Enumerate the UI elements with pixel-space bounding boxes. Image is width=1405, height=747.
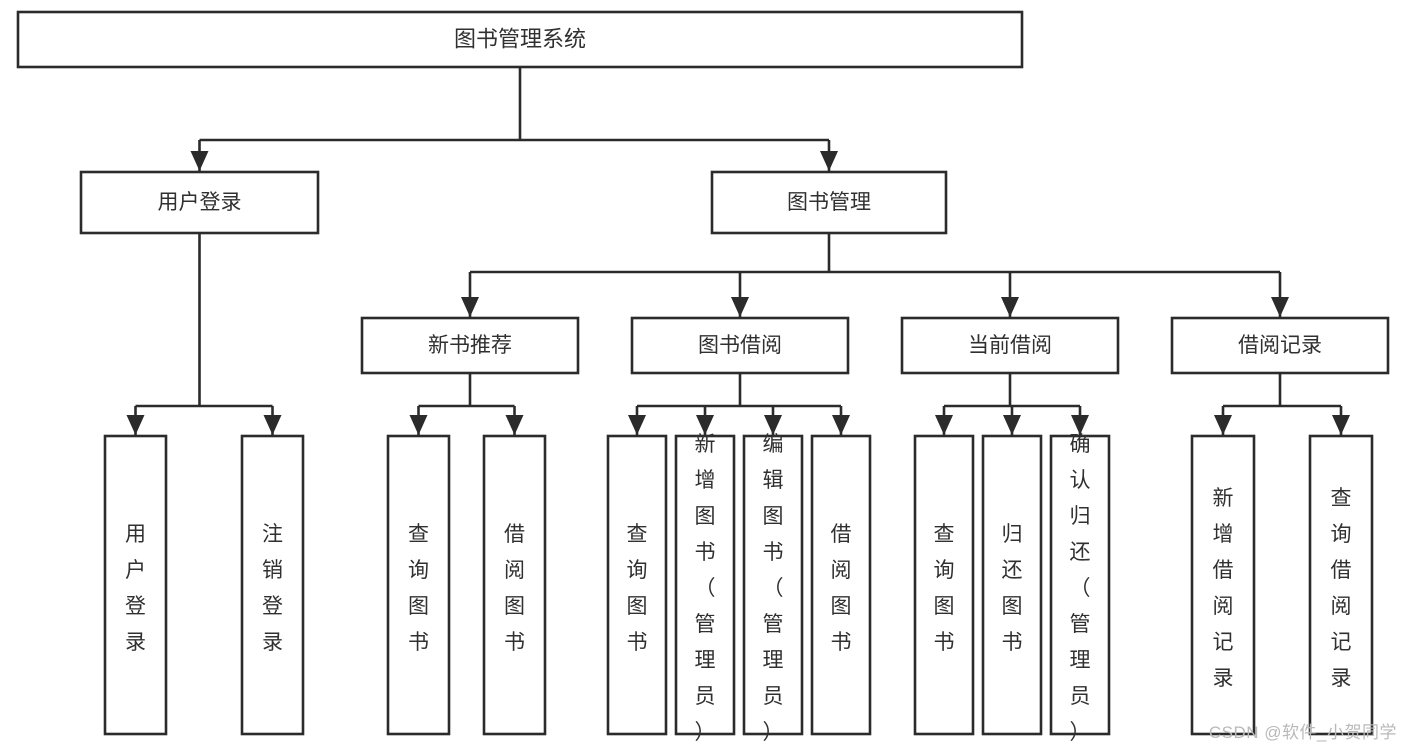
node-box[interactable] — [630, 316, 850, 375]
arrow-head-icon — [1332, 415, 1350, 435]
node-leaf-user-login[interactable]: 用户登录 — [103, 434, 168, 736]
node-label: 确认归还（管理员） — [1070, 433, 1091, 744]
node-label: 图书借阅 — [698, 334, 782, 357]
node-box[interactable] — [1308, 434, 1374, 736]
node-new-book-recommend[interactable]: 新书推荐 — [360, 316, 580, 375]
node-label: 借阅图书 — [504, 523, 525, 654]
arrow-head-icon — [696, 415, 714, 435]
arrow-head-icon — [263, 415, 282, 435]
watermark-text: CSDN @软件_小贺同学 — [1208, 723, 1397, 742]
node-root[interactable]: 图书管理系统 — [16, 10, 1024, 69]
node-leaf-query-book-2[interactable]: 查询图书 — [606, 434, 668, 736]
node-box[interactable] — [79, 170, 320, 235]
node-label: 查询借阅记录 — [1331, 487, 1352, 690]
node-leaf-borrow-book-1[interactable]: 借阅图书 — [482, 434, 547, 736]
node-label: 当前借阅 — [968, 334, 1052, 357]
node-label: 查询图书 — [408, 523, 429, 654]
node-label: 查询图书 — [934, 523, 955, 654]
arrow-head-icon — [505, 415, 524, 435]
node-book-manage[interactable]: 图书管理 — [710, 170, 948, 235]
arrow-head-icon — [628, 415, 646, 435]
node-box[interactable] — [386, 434, 451, 736]
node-layer: 图书管理系统用户登录图书管理新书推荐图书借阅当前借阅借阅记录用户登录注销登录查询… — [16, 10, 1390, 744]
node-box[interactable] — [482, 434, 547, 736]
node-leaf-return-book[interactable]: 归还图书 — [981, 434, 1043, 736]
arrow-head-icon — [731, 297, 749, 317]
arrow-head-icon — [832, 415, 850, 435]
node-label: 新增借阅记录 — [1213, 487, 1234, 690]
node-book-borrow[interactable]: 图书借阅 — [630, 316, 850, 375]
node-label: 图书管理系统 — [454, 26, 586, 51]
node-label: 用户登录 — [158, 191, 242, 214]
node-box[interactable] — [1049, 434, 1111, 736]
arrow-head-icon — [1003, 415, 1021, 435]
node-box[interactable] — [900, 316, 1120, 375]
node-borrow-record[interactable]: 借阅记录 — [1170, 316, 1390, 375]
arrow-head-icon — [820, 151, 838, 171]
node-box[interactable] — [103, 434, 168, 736]
arrow-head-icon — [190, 151, 209, 171]
node-leaf-query-book-1[interactable]: 查询图书 — [386, 434, 451, 736]
node-label: 归还图书 — [1002, 523, 1023, 654]
node-label: 用户登录 — [125, 523, 146, 654]
node-leaf-add-book[interactable]: 新增图书（管理员） — [674, 433, 736, 744]
node-leaf-query-book-3[interactable]: 查询图书 — [913, 434, 975, 736]
arrow-head-icon — [1001, 297, 1019, 317]
node-current-borrow[interactable]: 当前借阅 — [900, 316, 1120, 375]
arrow-head-icon — [1071, 415, 1089, 435]
node-box[interactable] — [742, 434, 804, 736]
node-box[interactable] — [1170, 316, 1390, 375]
node-label: 图书管理 — [787, 191, 871, 214]
node-box[interactable] — [16, 10, 1024, 69]
node-label: 新增图书（管理员） — [695, 433, 716, 744]
node-box[interactable] — [1190, 434, 1256, 736]
node-label: 查询图书 — [627, 523, 648, 654]
node-label: 注销登录 — [262, 523, 283, 654]
node-leaf-logout[interactable]: 注销登录 — [240, 434, 305, 736]
arrow-head-icon — [1214, 415, 1232, 435]
node-label: 编辑图书（管理员） — [763, 433, 784, 744]
connector-layer — [126, 67, 1350, 435]
arrow-head-icon — [764, 415, 782, 435]
node-box[interactable] — [360, 316, 580, 375]
node-user-login[interactable]: 用户登录 — [79, 170, 320, 235]
node-leaf-borrow-book-2[interactable]: 借阅图书 — [810, 434, 872, 736]
arrow-head-icon — [935, 415, 953, 435]
node-box[interactable] — [913, 434, 975, 736]
arrow-head-icon — [126, 415, 145, 435]
arrow-head-icon — [409, 415, 428, 435]
node-label: 借阅记录 — [1238, 334, 1322, 357]
node-box[interactable] — [606, 434, 668, 736]
node-box[interactable] — [981, 434, 1043, 736]
node-leaf-confirm-return[interactable]: 确认归还（管理员） — [1049, 433, 1111, 744]
node-leaf-query-record[interactable]: 查询借阅记录 — [1308, 434, 1374, 736]
arrow-head-icon — [461, 297, 479, 317]
node-box[interactable] — [710, 170, 948, 235]
node-label: 借阅图书 — [831, 523, 852, 654]
node-box[interactable] — [240, 434, 305, 736]
node-box[interactable] — [810, 434, 872, 736]
arrow-head-icon — [1271, 297, 1289, 317]
node-leaf-add-record[interactable]: 新增借阅记录 — [1190, 434, 1256, 736]
node-leaf-edit-book[interactable]: 编辑图书（管理员） — [742, 433, 804, 744]
node-label: 新书推荐 — [428, 334, 512, 357]
node-box[interactable] — [674, 434, 736, 736]
